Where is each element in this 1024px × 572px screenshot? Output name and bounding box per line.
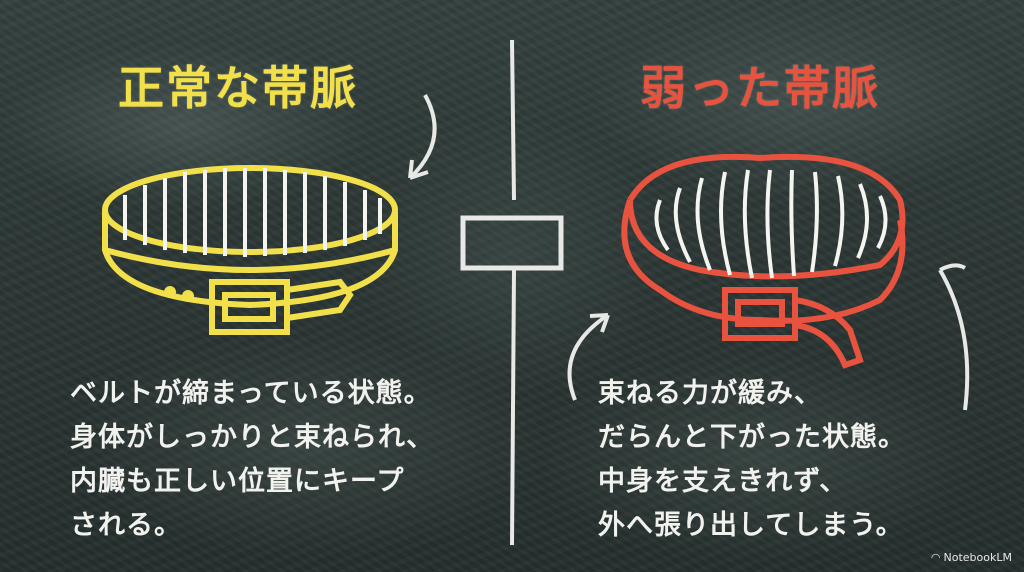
description-line: だらんと下がった状態。	[598, 422, 906, 453]
arrow-icon	[567, 313, 610, 401]
arrow-icon	[408, 94, 437, 180]
description-line: 束ねる力が緩み、	[598, 378, 822, 409]
arrow-icon	[938, 263, 970, 411]
watermark: ◠ NotebookLM	[931, 551, 1012, 564]
description-line: 中身を支えきれず、	[598, 466, 848, 497]
weak-belt	[621, 153, 906, 369]
description-line: 身体がしっかりと束ねられ、	[70, 422, 435, 453]
divider-line	[510, 39, 516, 546]
weak-title: 弱った帯脈	[640, 61, 880, 115]
normal-description: ベルトが締まっている状態。 身体がしっかりと束ねられ、 内臓も正しい位置にキープ…	[70, 372, 434, 548]
divider-box	[460, 215, 564, 271]
description-line: 外へ張り出してしまう。	[598, 510, 904, 541]
weak-description: 束ねる力が緩み、 だらんと下がった状態。 中身を支えきれず、 外へ張り出してしま…	[598, 372, 906, 548]
watermark-text: NotebookLM	[943, 551, 1012, 564]
description-line: 内臓も正しい位置にキープ	[70, 466, 405, 497]
notebooklm-logo-icon: ◠	[930, 551, 941, 564]
normal-belt-stripes	[123, 168, 382, 257]
weak-belt-stripes	[654, 169, 888, 279]
description-line: ベルトが締まっている状態。	[70, 378, 432, 409]
normal-title: 正常な帯脈	[118, 61, 358, 115]
normal-belt	[102, 165, 398, 335]
description-line: される。	[70, 510, 182, 541]
